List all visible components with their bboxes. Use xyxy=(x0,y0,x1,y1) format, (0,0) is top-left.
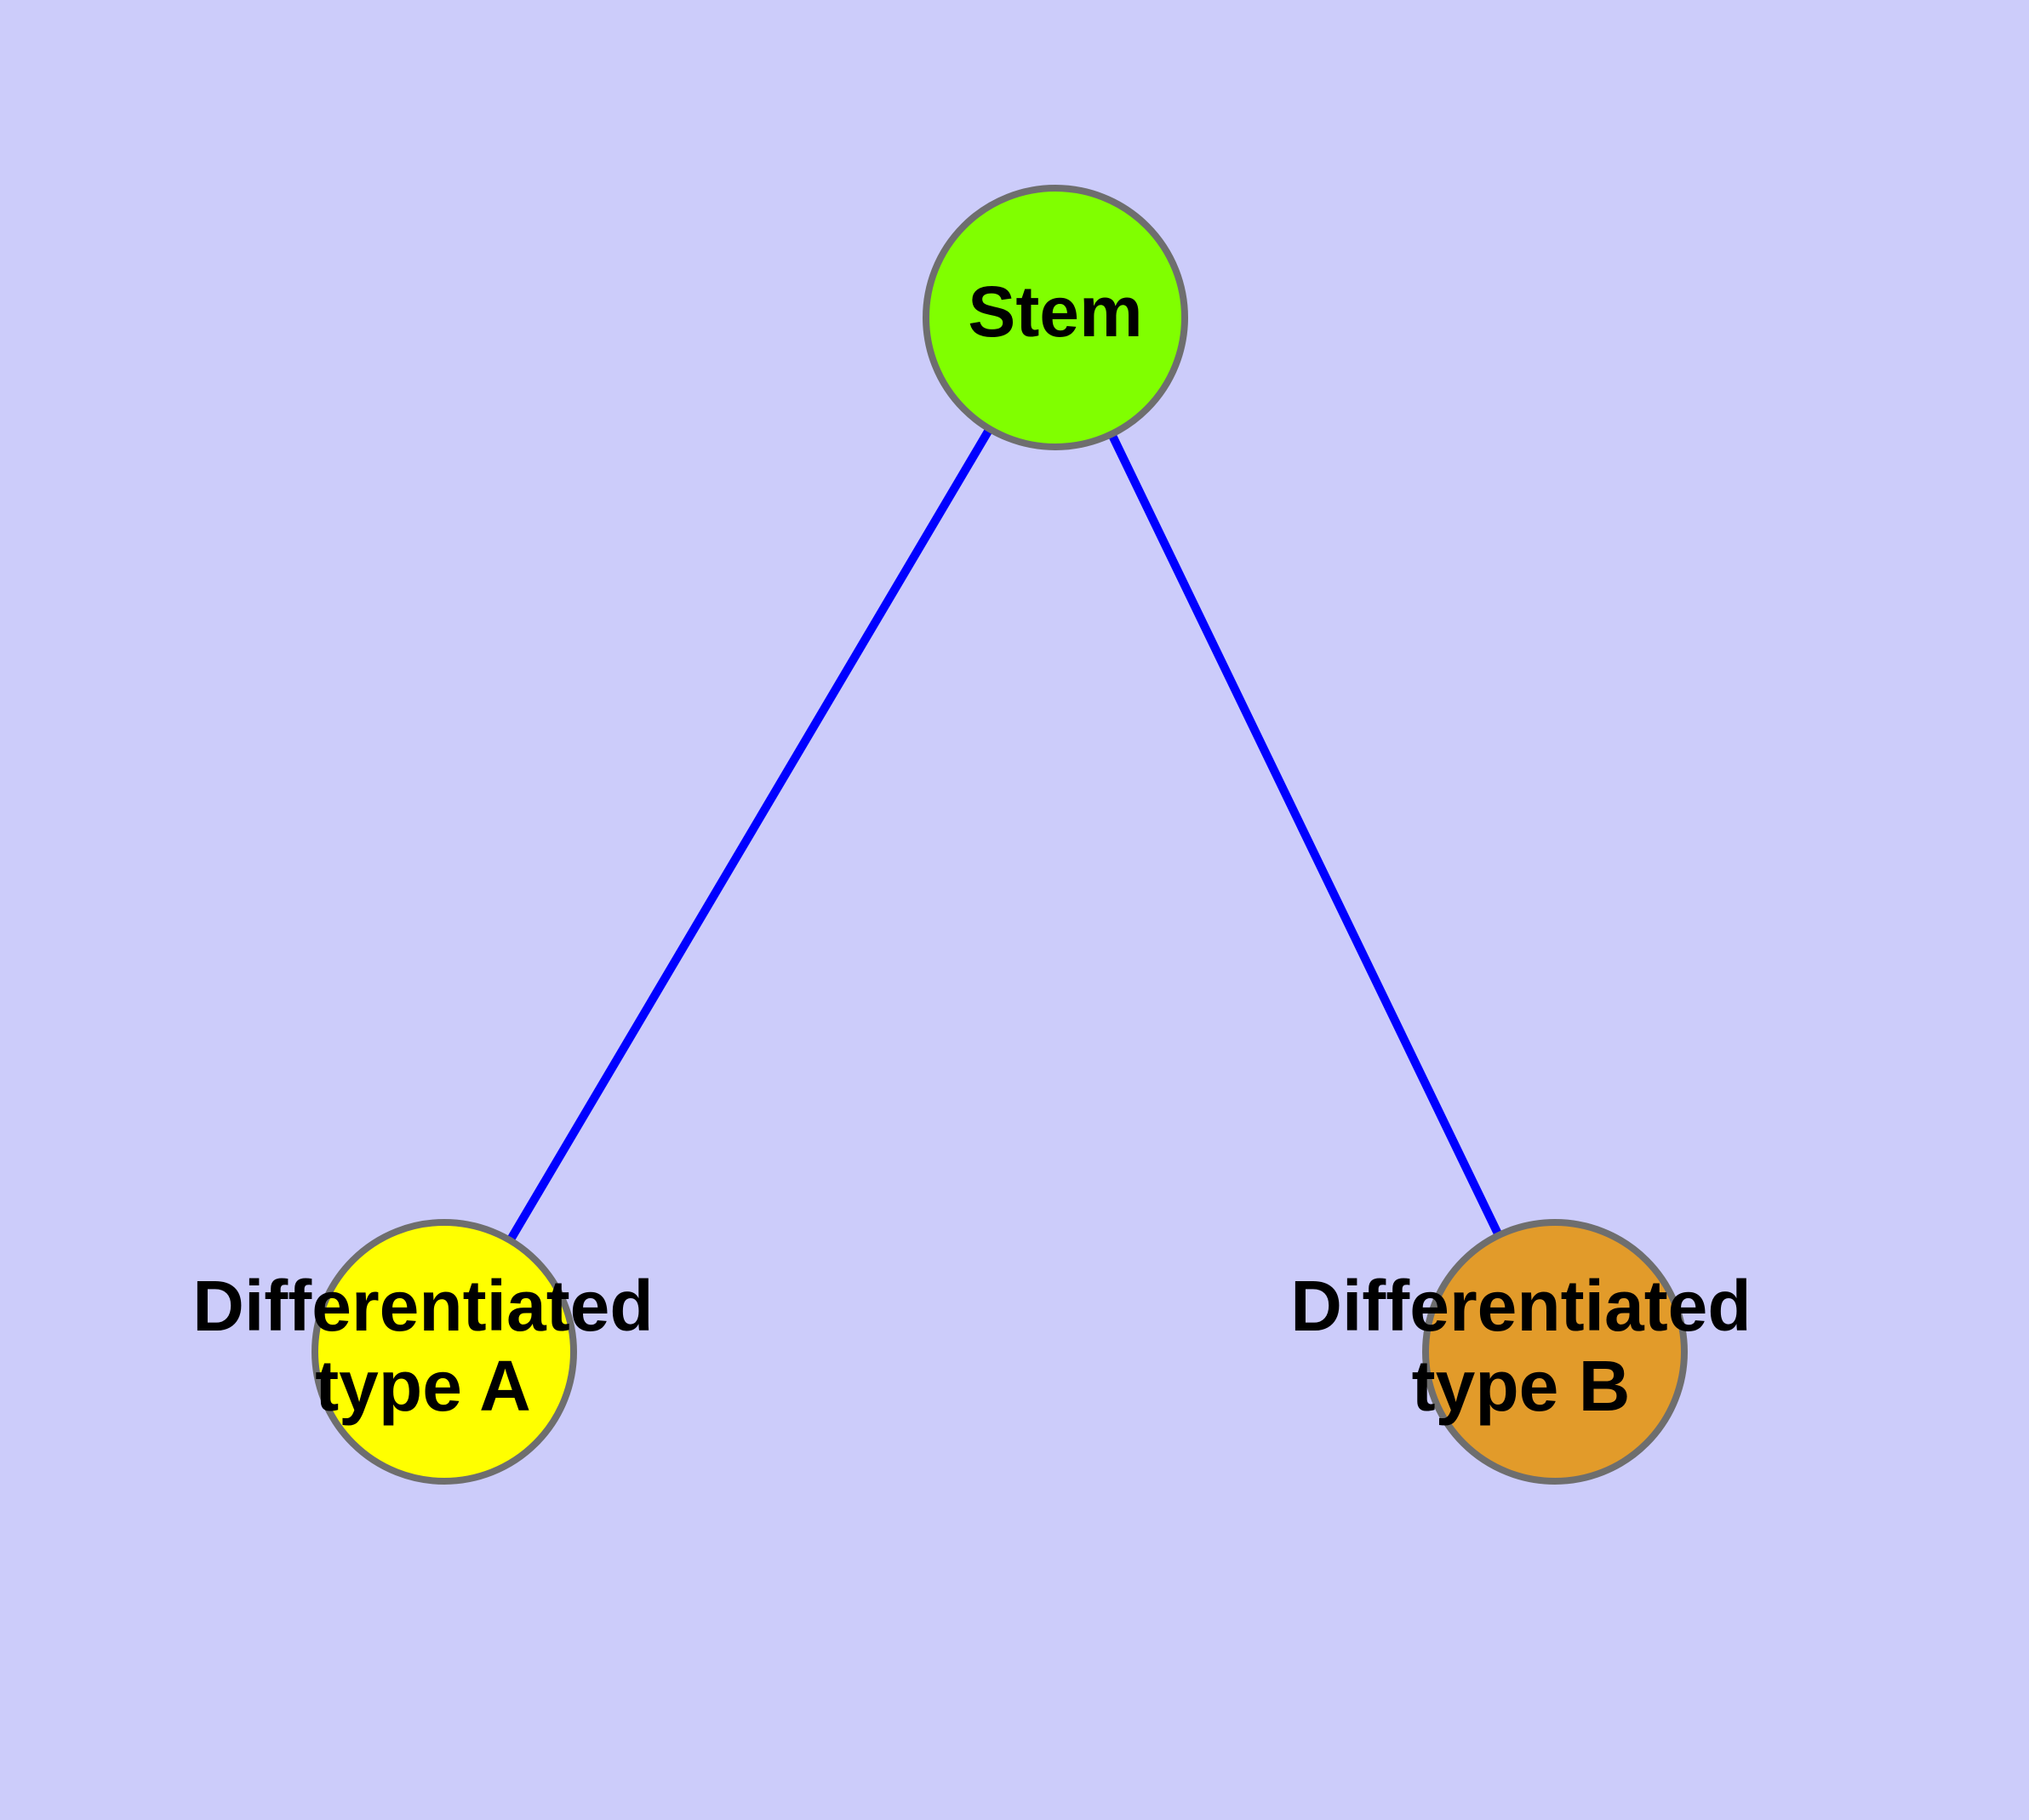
graph-node-diff_a[interactable] xyxy=(311,1219,577,1485)
edge-layer xyxy=(440,315,1559,1354)
node-layer xyxy=(311,185,1688,1485)
graph-node-label-line: Differentiated xyxy=(1290,1266,1751,1346)
graph-node-label-line: Differentiated xyxy=(192,1266,653,1346)
graph-node-label-stem: Stem xyxy=(968,272,1142,352)
graph-node-label-line: type B xyxy=(1412,1346,1631,1426)
graph-node-label-line: Stem xyxy=(968,272,1142,352)
graph-node-label-line: type A xyxy=(315,1346,531,1426)
graph-node-diff_b[interactable] xyxy=(1422,1219,1688,1485)
graph-edge xyxy=(440,315,1060,1354)
graph-node-stem[interactable] xyxy=(923,185,1188,450)
graph-edge xyxy=(1051,315,1559,1354)
